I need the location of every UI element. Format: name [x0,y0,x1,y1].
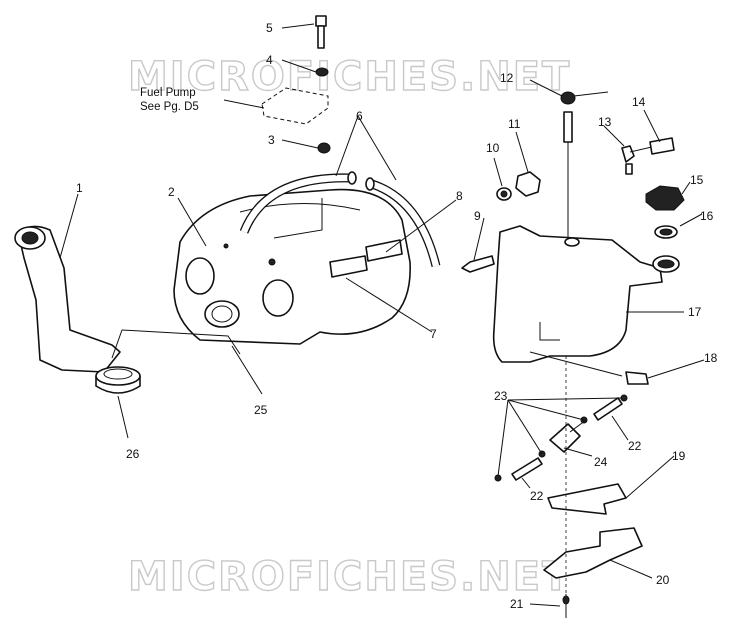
callout-24: 24 [594,455,608,469]
callout-19: 19 [672,449,686,463]
fuel-pump-outline [261,87,329,125]
filler-neck-hose [14,225,121,373]
vent-hoses [239,171,441,268]
grommet [95,366,141,394]
mounting-brackets [543,483,643,579]
fuel-fitting [621,137,675,175]
callout-18: 18 [704,351,718,365]
callout-10: 10 [486,141,500,155]
fuel-tank [492,225,680,363]
outlet-fitting [529,351,649,385]
callout-15: 15 [690,173,704,187]
watermark-bottom: MICROFICHES.NET [128,554,571,600]
callout-4: 4 [266,53,273,67]
leader-lines [59,23,705,607]
fuel-pump-note-line2: See Pg. D5 [140,101,199,113]
callout-14: 14 [632,95,646,109]
callout-13: 13 [598,115,612,129]
callout-5: 5 [266,21,273,35]
callout-8: 8 [456,189,463,203]
callout-16: 16 [700,209,714,223]
fuel-sender [560,91,609,238]
oil-tank [173,188,411,345]
fuel-filter-assembly [494,394,628,482]
callout-1: 1 [76,181,83,195]
callout-11: 11 [508,117,521,131]
callout-12: 12 [500,71,514,85]
callout-25: 25 [254,403,268,417]
callout-21: 21 [510,597,524,611]
callout-26: 26 [126,447,140,461]
callout-20: 20 [656,573,670,587]
watermark-top: MICROFICHES.NET [128,54,571,100]
washer-nut [496,171,541,201]
screw [562,594,570,618]
callout-3: 3 [268,133,275,147]
tank-decals [329,239,403,278]
callout-2: 2 [168,185,175,199]
fitting-stack [315,15,331,154]
callout-22-lower: 22 [530,489,544,503]
callout-6: 6 [356,109,363,123]
callout-9: 9 [474,209,481,223]
callout-22-upper: 22 [628,439,642,453]
callout-23: 23 [494,389,508,403]
callout-17: 17 [688,305,702,319]
fuel-pump-note-line1: Fuel Pump [140,87,196,99]
bolt [461,255,495,273]
callout-7: 7 [430,327,437,341]
tank-cap [645,185,685,239]
